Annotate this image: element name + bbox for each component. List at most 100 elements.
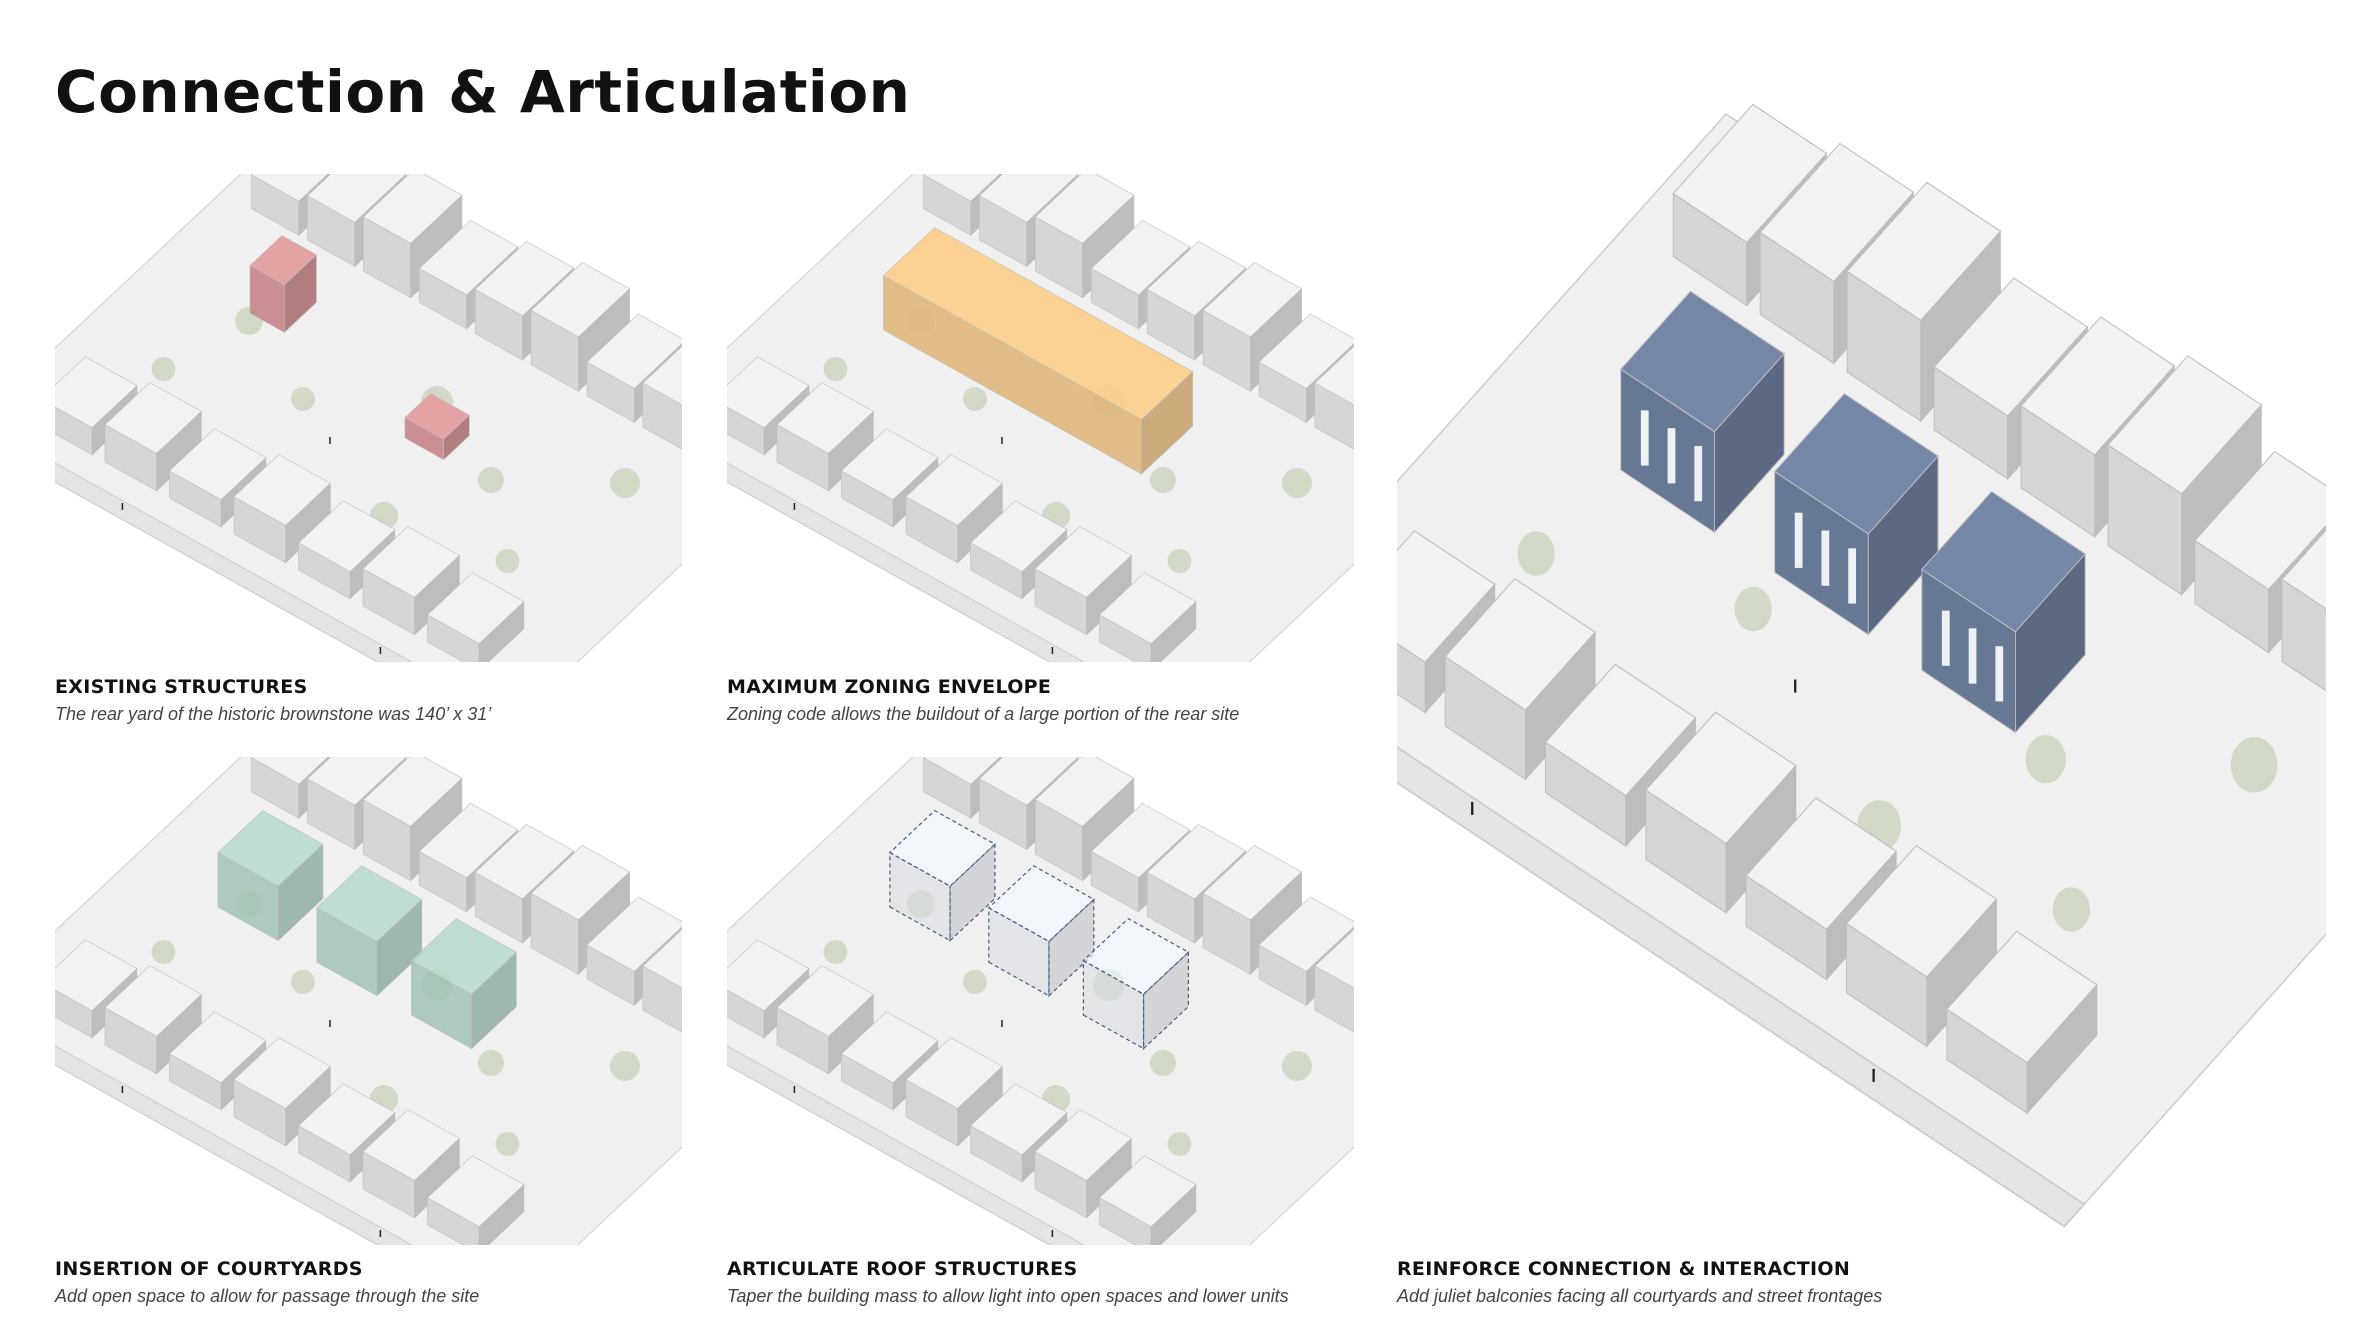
- juliet-balcony: [1941, 610, 1950, 666]
- building-roof: [104, 965, 202, 1037]
- building-roof: [1314, 928, 1354, 989]
- building-roof: [776, 382, 874, 454]
- tree-icon: [291, 387, 315, 411]
- caption-heading: MAXIMUM ZONING ENVELOPE: [727, 676, 1052, 698]
- building-roof: [727, 356, 810, 428]
- caption-text: Taper the building mass to allow light i…: [727, 1286, 1289, 1306]
- building-roof: [362, 526, 460, 598]
- building-roof: [530, 845, 631, 921]
- building-roof: [362, 174, 463, 244]
- caption-heading: INSERTION OF COURTYARDS: [55, 1258, 363, 1280]
- tree-icon: [963, 970, 987, 994]
- building-roof: [2194, 450, 2326, 591]
- tree-icon: [1282, 1051, 1312, 1081]
- tree-icon: [495, 549, 520, 573]
- courtyard-mass: [316, 865, 423, 942]
- caption-existing: EXISTING STRUCTURES The rear yard of the…: [55, 676, 491, 725]
- diagram-courtyards: [55, 757, 682, 1245]
- tree-icon: [823, 357, 848, 381]
- sidewalk: [727, 1045, 1085, 1245]
- diagram-zoning-envelope: [727, 174, 1354, 662]
- tree-icon: [478, 467, 504, 493]
- caption-heading: REINFORCE CONNECTION & INTERACTION: [1397, 1258, 1851, 1280]
- building-roof: [1946, 930, 2098, 1064]
- roof-structure-outline: [949, 842, 996, 942]
- tree-icon: [2025, 735, 2066, 784]
- building-roof: [1314, 345, 1354, 406]
- building-roof: [233, 454, 331, 526]
- building-roof: [55, 356, 138, 428]
- juliet-balcony: [1794, 512, 1803, 568]
- building-roof: [978, 174, 1079, 223]
- building-roof: [168, 428, 267, 500]
- building-roof: [362, 757, 463, 827]
- building-roof: [642, 345, 682, 406]
- building-roof: [1146, 824, 1247, 900]
- building-roof: [1444, 578, 1596, 711]
- building-roof: [2281, 529, 2326, 610]
- building-roof: [1397, 530, 1496, 663]
- final-building: [1921, 490, 2086, 633]
- tree-icon: [1517, 531, 1555, 576]
- roof-structure-outline: [889, 851, 951, 942]
- building-roof: [474, 241, 575, 317]
- final-building: [1773, 393, 1939, 535]
- caption-final: REINFORCE CONNECTION & INTERACTION Add j…: [1397, 1258, 1882, 1307]
- tree-icon: [1150, 467, 1176, 493]
- building-roof: [1258, 313, 1354, 389]
- building-roof: [776, 965, 874, 1037]
- building-roof: [642, 928, 682, 989]
- building-roof: [297, 500, 396, 572]
- building-face: [2281, 578, 2326, 692]
- building-roof: [923, 757, 1001, 785]
- building-roof: [1202, 262, 1303, 338]
- roof-structure-outline: [1082, 959, 1145, 1050]
- juliet-balcony: [1694, 445, 1703, 502]
- building-roof: [530, 262, 631, 338]
- building-roof: [1034, 1109, 1132, 1181]
- building-roof: [1034, 757, 1135, 827]
- building-roof: [727, 939, 810, 1011]
- building-roof: [840, 1011, 939, 1083]
- tree-icon: [1167, 1132, 1192, 1156]
- sidewalk: [55, 462, 413, 662]
- juliet-balcony: [1821, 530, 1830, 586]
- building-roof: [306, 174, 407, 223]
- building-roof: [418, 803, 519, 879]
- juliet-balcony: [1667, 428, 1676, 484]
- caption-roof: ARTICULATE ROOF STRUCTURES Taper the bui…: [727, 1258, 1289, 1307]
- building-roof: [1745, 797, 1897, 930]
- building-roof: [1202, 845, 1303, 921]
- building-roof: [1034, 174, 1135, 244]
- courtyard-mass: [410, 918, 517, 995]
- tree-icon: [823, 940, 848, 964]
- building-roof: [251, 757, 329, 785]
- building-roof: [969, 1083, 1068, 1155]
- juliet-balcony: [1640, 410, 1649, 466]
- building-roof: [840, 428, 939, 500]
- tree-icon: [1282, 468, 1312, 498]
- diagram-existing-structures: [55, 174, 682, 662]
- caption-zoning: MAXIMUM ZONING ENVELOPE Zoning code allo…: [727, 676, 1239, 725]
- building-roof: [1845, 844, 1998, 978]
- tree-icon: [2052, 887, 2091, 932]
- tree-icon: [151, 940, 176, 964]
- juliet-balcony: [1848, 548, 1857, 604]
- building-roof: [418, 220, 519, 296]
- building-roof: [1933, 277, 2089, 417]
- building-roof: [306, 757, 407, 806]
- building-roof: [586, 896, 682, 972]
- caption-text: The rear yard of the historic brownstone…: [55, 704, 492, 724]
- tree-icon: [151, 357, 176, 381]
- building-roof: [104, 382, 202, 454]
- building-roof: [923, 174, 1001, 202]
- roof-structure-outline: [987, 865, 1095, 943]
- roof-structure-outline: [888, 809, 996, 887]
- tree-icon: [1150, 1050, 1176, 1076]
- sidewalk: [727, 462, 1085, 662]
- building-roof: [168, 1011, 267, 1083]
- building-roof: [1759, 142, 1915, 283]
- axonometric-drawing: [727, 174, 1354, 662]
- sidewalk: [1397, 746, 2086, 1228]
- building-roof: [1146, 241, 1247, 317]
